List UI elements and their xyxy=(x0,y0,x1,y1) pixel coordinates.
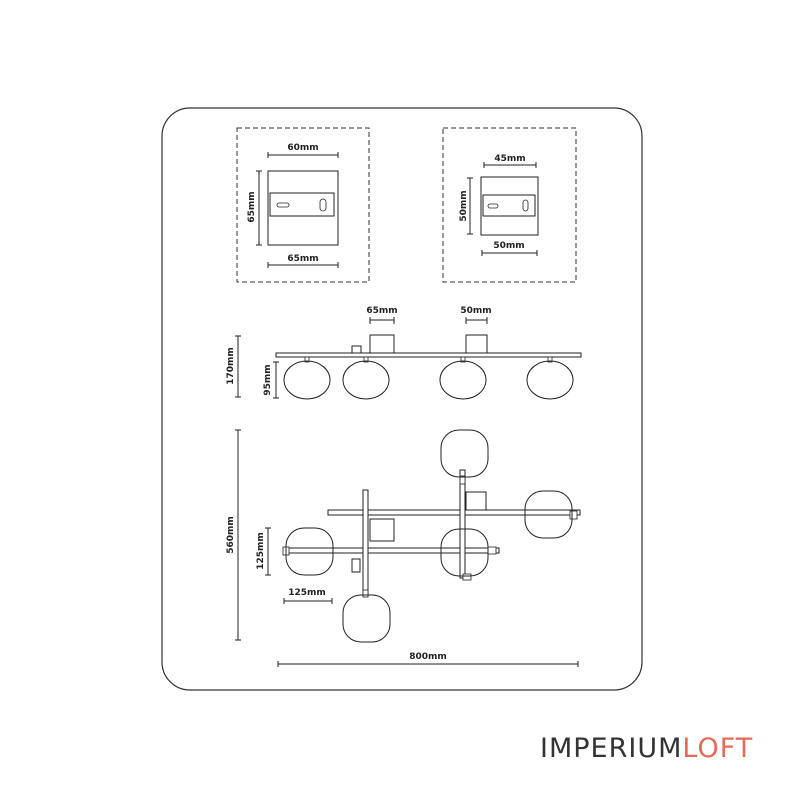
dim-base-large-bottom: 65mm xyxy=(287,254,318,264)
top-shade xyxy=(440,429,489,478)
drawing-frame xyxy=(161,107,643,691)
dim-top-total-width: 800mm xyxy=(409,652,447,662)
side-shade xyxy=(342,360,390,400)
dim-base-small-bottom: 50mm xyxy=(493,241,524,251)
side-canopy-small xyxy=(465,334,488,356)
side-shade xyxy=(439,360,487,400)
base-detail-large: 60mm 65mm 65mm xyxy=(236,127,370,283)
dim-side-canopy-large: 65mm xyxy=(366,306,397,316)
top-canopy-small xyxy=(465,491,487,511)
dim-side-total-height: 170mm xyxy=(226,347,236,385)
top-shade xyxy=(342,594,391,643)
side-shade xyxy=(283,360,331,400)
side-canopy-large xyxy=(369,334,395,356)
top-bar-vertical-right xyxy=(459,469,466,579)
top-canopy-large xyxy=(369,518,395,542)
dim-top-shade-height: 125mm xyxy=(256,532,266,570)
base-plate-small xyxy=(480,176,539,236)
dim-top-total-height: 560mm xyxy=(226,516,236,554)
side-view: 65mm 50mm 170mm 95mm xyxy=(226,306,582,400)
top-bar-vertical-left xyxy=(362,489,369,597)
top-view: 560mm 125mm 125mm 800mm xyxy=(226,429,581,667)
base-detail-small: 45mm 50mm 50mm xyxy=(442,127,577,283)
dim-side-canopy-small: 50mm xyxy=(460,306,491,316)
top-bar-upper xyxy=(327,509,581,516)
side-shade xyxy=(526,360,574,400)
dim-base-large-top: 60mm xyxy=(287,143,318,153)
dim-top-shade-width: 125mm xyxy=(288,588,326,598)
dim-base-large-side: 65mm xyxy=(247,191,257,222)
dim-side-shade-height: 95mm xyxy=(263,364,273,395)
dim-base-small-side: 50mm xyxy=(459,190,469,221)
top-shade xyxy=(285,527,334,576)
brand-logo: IMPERIUMLOFT xyxy=(540,733,753,764)
brand-part-loft: LOFT xyxy=(682,733,754,764)
dim-base-small-top: 45mm xyxy=(494,154,525,164)
top-shade xyxy=(440,528,489,577)
top-shade xyxy=(524,490,573,539)
base-plate-large xyxy=(267,170,339,246)
brand-part-imperium: IMPERIUM xyxy=(540,733,683,764)
side-main-bar xyxy=(275,352,582,358)
top-bar-lower xyxy=(283,547,500,554)
